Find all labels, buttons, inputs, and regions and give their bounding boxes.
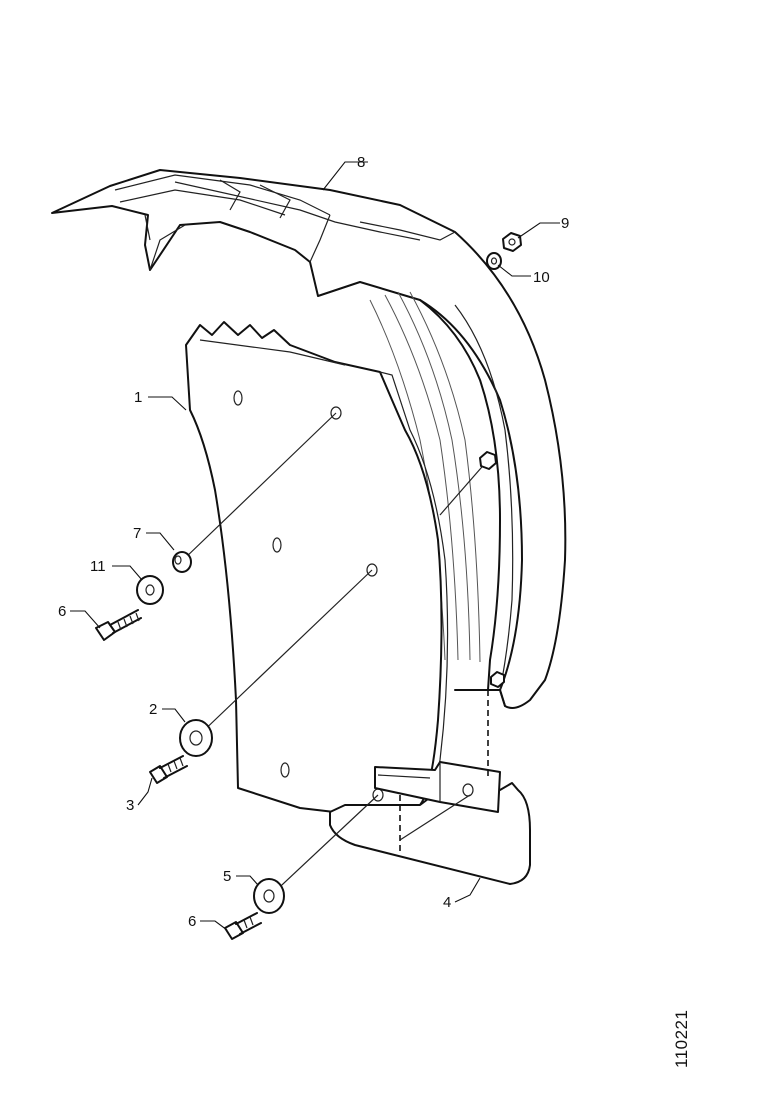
mounting-bracket — [329, 761, 531, 885]
callout-3: 3 — [126, 797, 134, 814]
nut — [502, 232, 522, 252]
washer-nut — [486, 252, 502, 270]
callout-11: 11 — [90, 558, 106, 575]
bolt-middle — [149, 755, 188, 784]
fender-nut — [479, 451, 505, 688]
callout-2: 2 — [149, 701, 157, 718]
callout-8: 8 — [357, 154, 365, 171]
callout-6-upper: 6 — [58, 603, 66, 620]
bolt-upper — [95, 609, 142, 641]
alignment-lines — [399, 690, 489, 855]
leader-lines — [70, 161, 560, 931]
callout-4: 4 — [443, 894, 451, 911]
callout-10: 10 — [533, 269, 550, 286]
callout-7: 7 — [133, 525, 141, 542]
callout-6-lower: 6 — [188, 913, 196, 930]
washer-lower — [253, 878, 285, 914]
washer-small — [136, 575, 164, 605]
callout-5: 5 — [223, 868, 231, 885]
callout-1: 1 — [134, 389, 142, 406]
mud-flap — [185, 321, 449, 816]
callout-labels: 1 8 9 10 7 11 6 2 3 5 6 4 — [58, 154, 569, 930]
callout-9: 9 — [561, 215, 569, 232]
large-washer — [179, 719, 213, 757]
fastener-axis-lines — [182, 412, 489, 899]
spacer-bushing — [172, 551, 192, 573]
reference-code: 110221 — [672, 1009, 691, 1068]
bolt-lower — [224, 912, 262, 940]
